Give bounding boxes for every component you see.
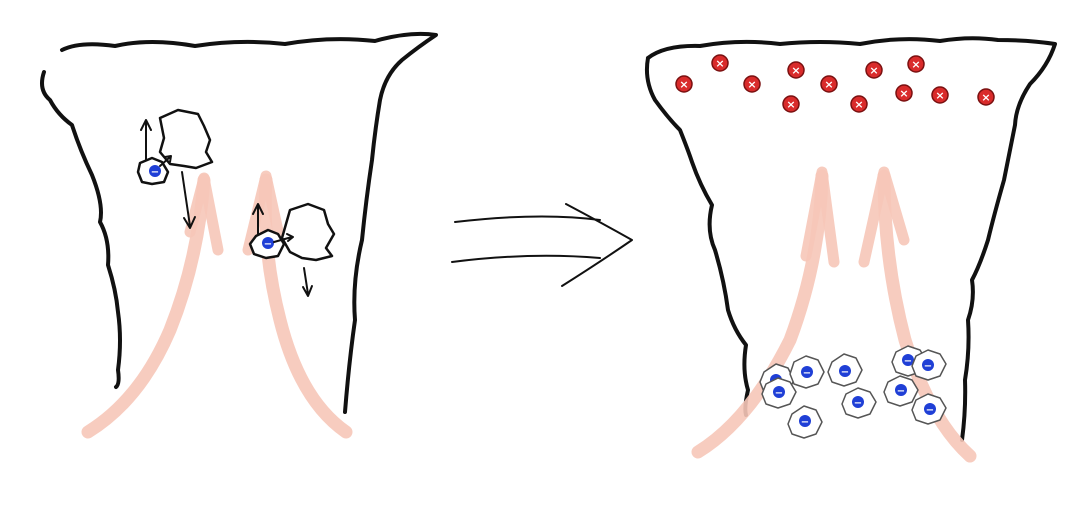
svg-text:−: − bbox=[904, 356, 912, 367]
svg-text:×: × bbox=[715, 57, 724, 70]
positive-charge-icon: × bbox=[743, 75, 761, 93]
updraft-arrowhead-right-2 bbox=[858, 166, 910, 268]
negative-charges-bottom: − − − − − − − − − − bbox=[759, 345, 947, 439]
negative-charge-icon bbox=[149, 165, 161, 177]
ice-crystal-collision-2: − bbox=[248, 202, 336, 297]
svg-text:×: × bbox=[791, 64, 800, 77]
positive-charge-icon: × bbox=[907, 55, 925, 73]
up-arrow-icon bbox=[140, 119, 152, 161]
positive-charge-icon: × bbox=[820, 75, 838, 93]
positive-charge-icon: × bbox=[850, 95, 868, 113]
svg-text:−: − bbox=[801, 417, 809, 428]
deflection-arrow-icon bbox=[273, 233, 294, 243]
negative-charge-icon: − bbox=[787, 405, 823, 439]
svg-text:×: × bbox=[854, 98, 863, 111]
ice-crystal-collision-1: − bbox=[136, 108, 214, 229]
updraft-arrow-right-1 bbox=[691, 169, 829, 459]
svg-text:−: − bbox=[264, 239, 272, 250]
down-arrow-icon bbox=[181, 171, 196, 229]
svg-text:−: − bbox=[854, 398, 862, 409]
svg-text:×: × bbox=[824, 78, 833, 91]
svg-text:×: × bbox=[869, 64, 878, 77]
panel-after: × × × × × × × × × × × × − − − − − − − bbox=[644, 36, 1057, 463]
svg-text:×: × bbox=[981, 91, 990, 104]
positive-charge-icon: × bbox=[931, 86, 949, 104]
negative-charge-icon bbox=[262, 237, 274, 249]
negative-charge-icon: − bbox=[789, 355, 825, 389]
svg-text:−: − bbox=[924, 361, 932, 372]
down-arrow-icon bbox=[302, 267, 313, 297]
positive-charge-icon: × bbox=[895, 84, 913, 102]
deflection-arrow-icon bbox=[159, 155, 172, 167]
positive-charges-top: × × × × × × × × × × × × bbox=[675, 54, 995, 113]
negative-charge-icon: − bbox=[911, 393, 947, 425]
positive-charge-icon: × bbox=[782, 95, 800, 113]
negative-charge-icon: − bbox=[911, 349, 947, 381]
svg-text:×: × bbox=[747, 78, 756, 91]
updraft-arrow-right-2 bbox=[877, 169, 977, 463]
svg-text:×: × bbox=[786, 98, 795, 111]
negative-charge-icon: − bbox=[883, 375, 919, 407]
svg-text:−: − bbox=[775, 388, 783, 399]
graupel-particle bbox=[158, 108, 214, 170]
positive-charge-icon: × bbox=[711, 54, 729, 72]
updraft-arrows-left bbox=[81, 170, 353, 439]
negative-charge-icon: − bbox=[841, 387, 877, 419]
updraft-arrow-left-1 bbox=[81, 173, 211, 439]
svg-text:×: × bbox=[899, 87, 908, 100]
cloud-outline-right bbox=[644, 36, 1057, 442]
negative-charge-icon: − bbox=[761, 377, 797, 409]
updraft-arrowhead-left-1 bbox=[184, 172, 224, 256]
svg-text:−: − bbox=[926, 405, 934, 416]
svg-text:×: × bbox=[679, 78, 688, 91]
negative-charge-icon: − bbox=[827, 353, 863, 387]
positive-charge-icon: × bbox=[977, 88, 995, 106]
cloud-outline-left bbox=[40, 31, 438, 414]
svg-text:−: − bbox=[897, 386, 905, 397]
updraft-arrowhead-right-1 bbox=[800, 166, 840, 268]
svg-text:×: × bbox=[935, 89, 944, 102]
updraft-arrow-left-2 bbox=[258, 173, 353, 439]
panel-before: − − bbox=[40, 31, 438, 439]
svg-text:−: − bbox=[803, 368, 811, 379]
updraft-arrowhead-left-2 bbox=[242, 170, 286, 256]
svg-text:−: − bbox=[841, 367, 849, 378]
positive-charge-icon: × bbox=[787, 61, 805, 79]
double-arrow-right-icon bbox=[451, 203, 633, 287]
graupel-particle bbox=[280, 202, 336, 262]
positive-charge-icon: × bbox=[865, 61, 883, 79]
svg-text:×: × bbox=[911, 58, 920, 71]
up-arrow-icon bbox=[252, 203, 264, 235]
updraft-arrows-right bbox=[691, 166, 977, 463]
svg-text:−: − bbox=[151, 167, 159, 178]
positive-charge-icon: × bbox=[675, 75, 693, 93]
